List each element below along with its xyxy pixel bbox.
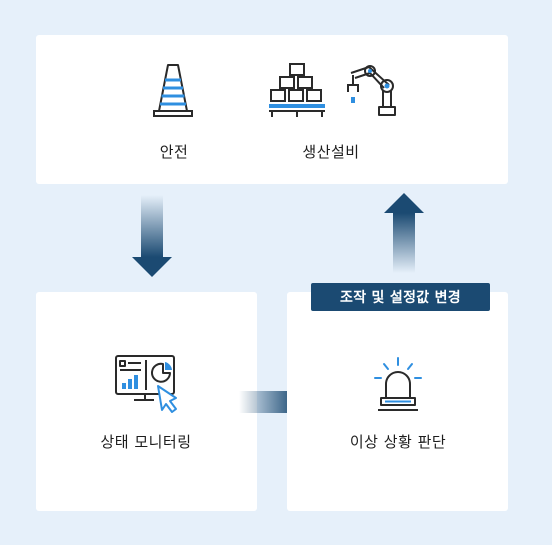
stacked-boxes-icon xyxy=(269,63,325,117)
safety-label: 안전 xyxy=(159,143,189,161)
dashboard-monitor-icon xyxy=(115,355,177,413)
warning-siren-icon xyxy=(374,357,422,411)
monitoring-panel xyxy=(36,292,257,511)
arrow-down xyxy=(132,195,172,277)
arrow-up xyxy=(384,193,424,273)
traffic-cone-icon xyxy=(153,64,193,117)
monitoring-label: 상태 모니터링 xyxy=(100,433,192,451)
action-badge: 조작 및 설정값 변경 xyxy=(311,283,490,311)
anomaly-label: 이상 상황 판단 xyxy=(349,433,447,451)
safety-equipment-panel xyxy=(36,35,508,184)
equipment-label: 생산설비 xyxy=(302,143,360,161)
robot-arm-icon xyxy=(347,65,396,116)
